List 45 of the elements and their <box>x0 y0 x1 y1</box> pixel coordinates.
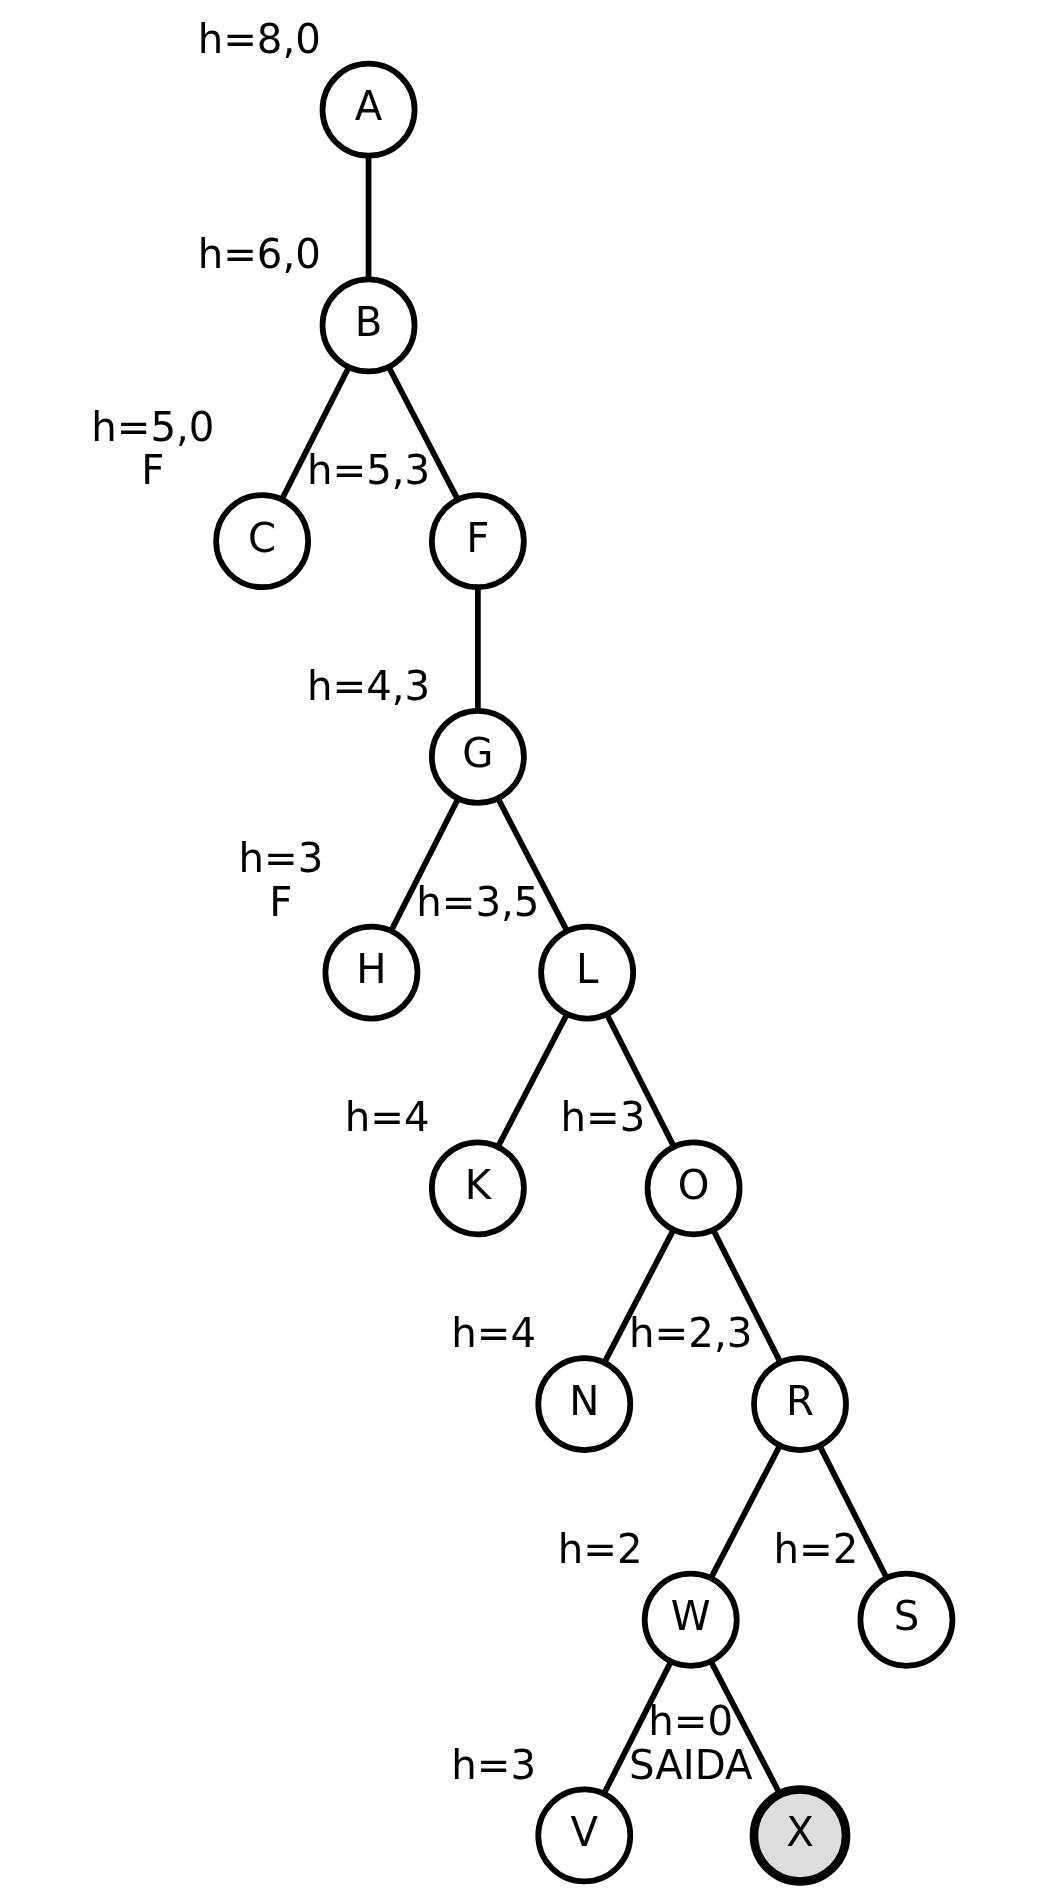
node-circle: B <box>319 276 417 374</box>
connector <box>710 1228 783 1363</box>
node-circle: S <box>857 1570 955 1669</box>
connector <box>279 365 351 500</box>
connector <box>601 1660 673 1795</box>
node-label: h=3 <box>450 1741 536 1788</box>
node-label: h=3 <box>560 1093 645 1140</box>
node-circle: F <box>428 491 527 590</box>
node-circle: X <box>749 1784 850 1886</box>
connector <box>601 1228 676 1363</box>
node-circle: N <box>534 1354 633 1453</box>
node-circle: A <box>319 60 417 159</box>
node-circle: K <box>428 1138 527 1237</box>
connector <box>386 365 460 500</box>
connector <box>708 1660 782 1795</box>
node-label: h=3 <box>237 834 323 881</box>
node-circle: C <box>212 491 311 590</box>
connector <box>495 1013 569 1147</box>
node-label: h=4 <box>450 1309 536 1356</box>
node-label: h=3,5 <box>415 878 539 925</box>
node-label: F <box>268 878 292 925</box>
node-label: h=5,3 <box>306 446 430 493</box>
connector <box>365 155 371 279</box>
node-circle: V <box>534 1786 633 1884</box>
node-label: h=0 <box>647 1697 733 1744</box>
connector <box>474 587 481 710</box>
node-label: h=2 <box>772 1525 858 1572</box>
node-circle: W <box>641 1570 740 1669</box>
node-label: h=2 <box>557 1525 643 1572</box>
node-label: h=8,0 <box>197 15 321 62</box>
node-circle: R <box>750 1354 849 1453</box>
node-label: h=4 <box>344 1093 430 1140</box>
node-label: h=2,3 <box>628 1309 752 1356</box>
connector <box>816 1444 889 1579</box>
connector <box>388 797 460 932</box>
node-label: h=4,3 <box>306 662 430 709</box>
connector <box>708 1444 782 1579</box>
connector <box>604 1013 676 1147</box>
node-circle: L <box>537 923 636 1021</box>
node-label: SAIDA <box>628 1741 752 1788</box>
connector <box>495 797 569 932</box>
node-circle: G <box>428 707 527 806</box>
node-label: h=6,0 <box>197 230 321 277</box>
node-circle: O <box>644 1138 742 1237</box>
node-circle: H <box>322 923 420 1021</box>
